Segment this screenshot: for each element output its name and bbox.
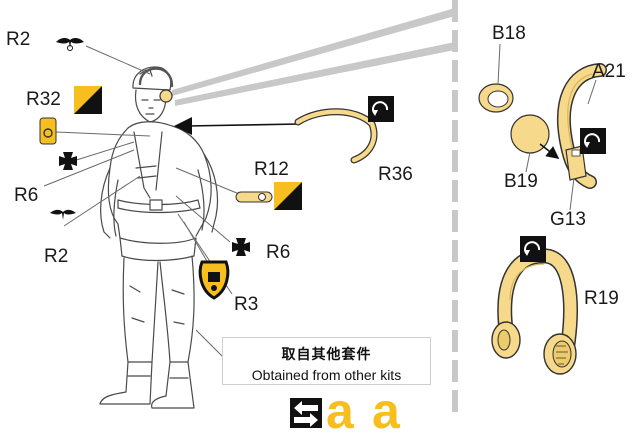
r12-strap-icon [235,191,273,203]
g13-leader [569,177,575,211]
label-a21: A21 [592,61,626,82]
iron-cross-right-icon [232,238,250,256]
g13-bracket-part [565,145,587,181]
soldier-figure [99,66,219,409]
iron-cross-icon [59,152,77,170]
collar-patch-icon [39,117,57,145]
label-b19: B19 [504,171,538,192]
r12-color-swatch-icon [274,182,302,210]
letter-a-2: a [372,383,400,439]
label-r3: R3 [234,294,259,315]
b19-arrow [539,143,560,159]
label-b18: B18 [492,23,526,44]
label-r36: R36 [378,164,413,185]
r36-headband-part [294,108,378,164]
other-kits-note: 取自其他套件 Obtained from other kits [222,337,431,385]
magnify-wedge [172,0,458,420]
rotate-icon [368,96,394,122]
label-r6-right: R6 [266,242,291,263]
a21-leader [587,79,597,105]
label-g13: G13 [550,209,586,230]
b18-ring-part [478,83,514,113]
collar-arrow [174,117,301,135]
label-r19: R19 [584,288,619,309]
note-chinese: 取自其他套件 [281,347,372,363]
label-r6-left: R6 [14,185,39,206]
eagle-decal-icon [56,38,84,51]
r3-badge-icon [198,260,230,300]
note-english: Obtained from other kits [251,367,402,383]
label-r32: R32 [26,89,61,110]
swap-arrows-icon [290,398,322,428]
letter-a-1: a [326,383,354,439]
r19-headphones-part [491,248,578,375]
label-r2-bottom: R2 [44,246,69,267]
r32-color-swatch-icon [74,86,102,114]
rotate-icon-r19 [520,236,546,262]
b19-leader [525,151,531,173]
label-r12: R12 [254,159,289,180]
b18-leader [497,43,501,85]
rotate-icon-g13 [580,128,606,154]
eagle-decal-small-icon [50,209,76,220]
label-r2-top: R2 [6,29,31,50]
